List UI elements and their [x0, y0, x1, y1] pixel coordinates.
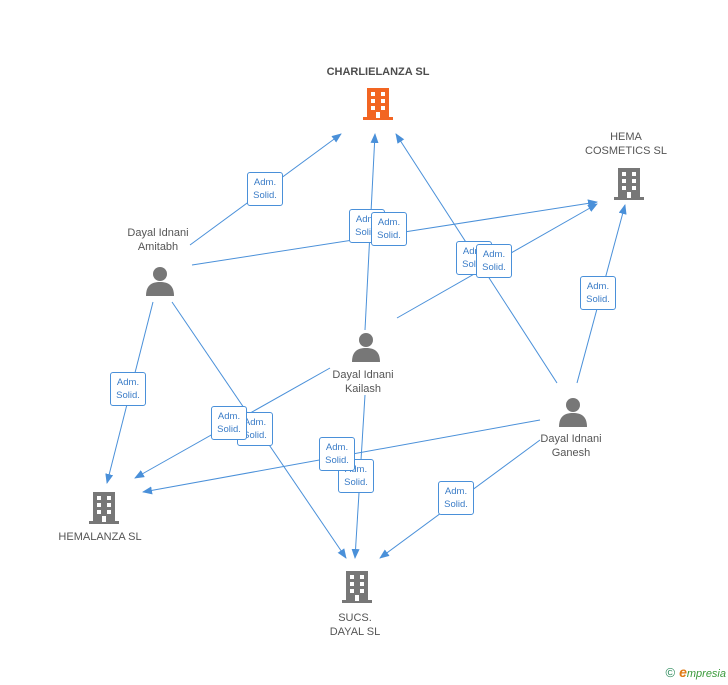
edge-label: Adm.Solid. — [110, 372, 146, 406]
node-label-hema[interactable]: HEMA COSMETICS SL — [585, 131, 667, 157]
node-label-sucs[interactable]: SUCS. DAYAL SL — [329, 612, 381, 638]
copyright-symbol: © — [665, 665, 676, 680]
brand-footer[interactable]: ©empresia — [665, 664, 726, 680]
edge-label: Adm.Solid. — [438, 481, 474, 515]
edge-label: Adm.Solid. — [211, 406, 247, 440]
node-label-hemalanza[interactable]: HEMALANZA SL — [58, 531, 142, 543]
building-icon — [89, 492, 119, 524]
person-icon — [559, 398, 587, 427]
node-label-charlielanza[interactable]: CHARLIELANZA SL — [326, 66, 430, 78]
edge-label: Adm.Solid. — [476, 244, 512, 278]
person-icon — [146, 267, 174, 296]
person-icon — [352, 333, 380, 362]
node-label-ganesh[interactable]: Dayal Idnani Ganesh — [540, 433, 602, 459]
edge-label: Adm.Solid. — [247, 172, 283, 206]
building-icon — [614, 168, 644, 200]
building-icon — [342, 571, 372, 603]
brand-name: mpresia — [686, 668, 726, 680]
edge-label: Adm.Solid. — [371, 212, 407, 246]
edge-label: Adm.Solid. — [580, 276, 616, 310]
building-icon — [363, 88, 393, 120]
brand-logo-e: e — [679, 664, 687, 680]
node-label-kailash[interactable]: Dayal Idnani Kailash — [332, 369, 394, 395]
edge-label: Adm.Solid. — [338, 459, 374, 493]
node-label-amitabh[interactable]: Dayal Idnani Amitabh — [127, 227, 189, 253]
edge-label: Adm.Solid. — [319, 437, 355, 471]
